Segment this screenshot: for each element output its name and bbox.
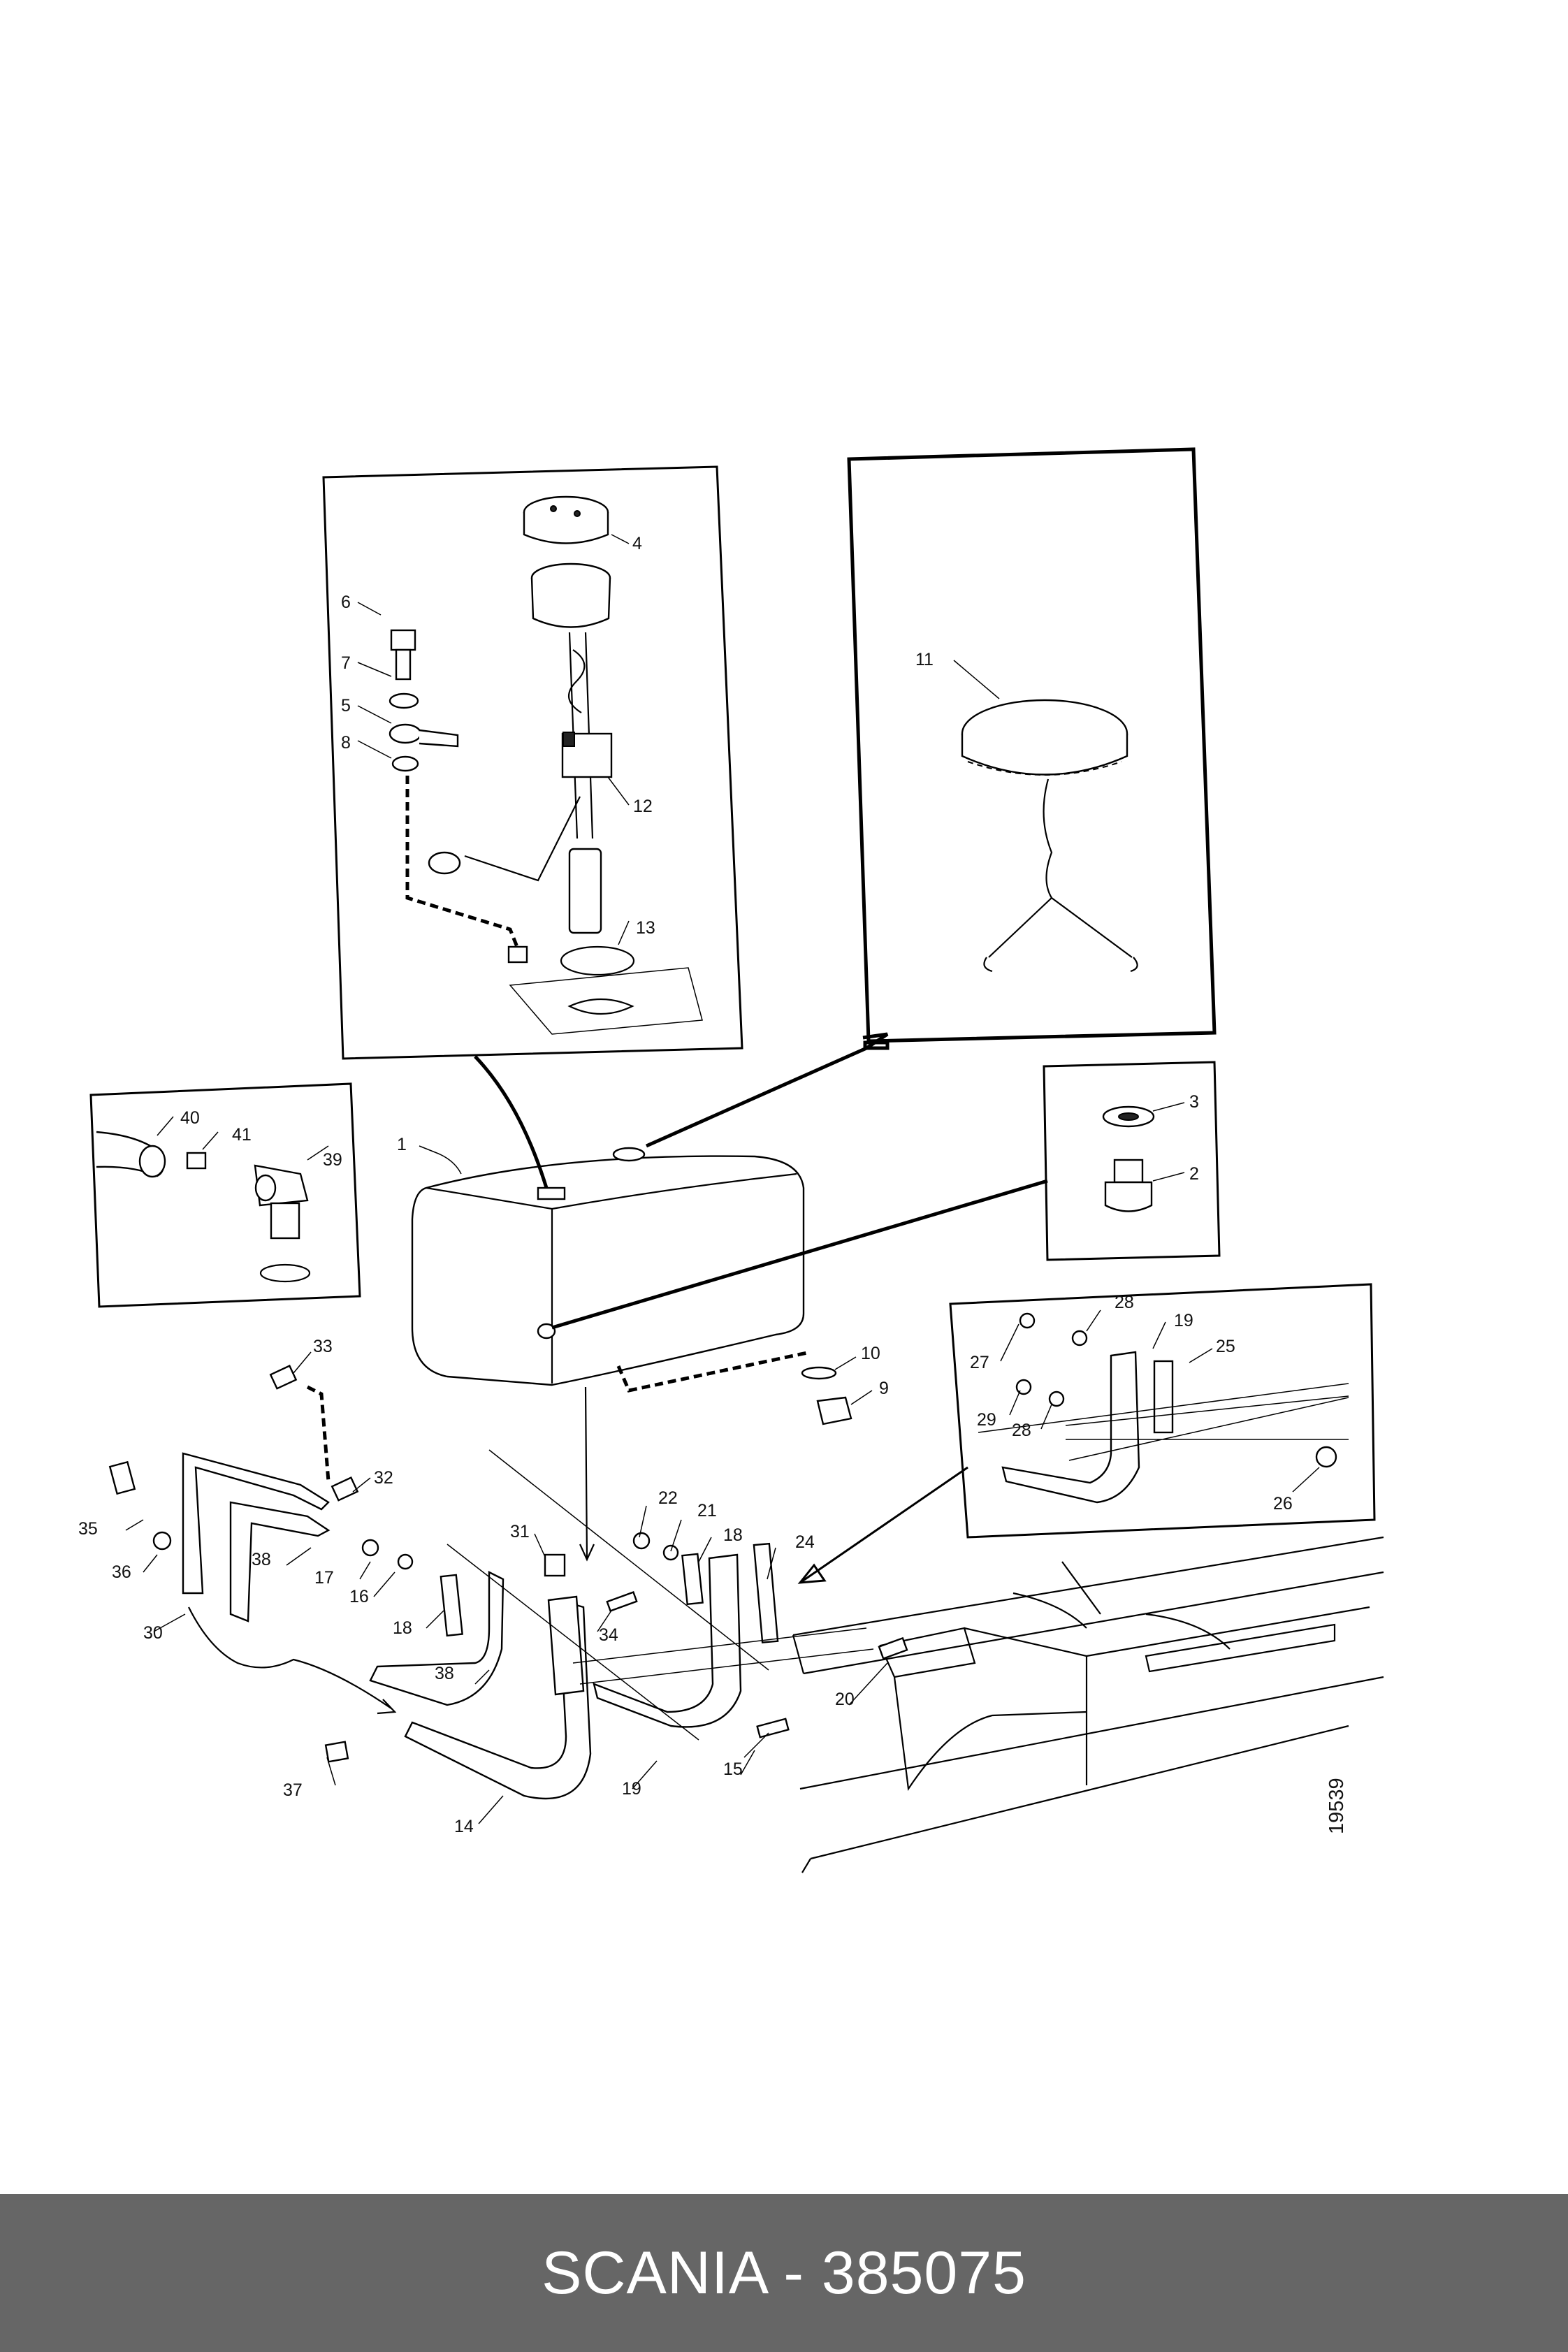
seal-ring	[560, 945, 635, 976]
callout-22: 22	[658, 1488, 678, 1508]
callout-33: 33	[313, 1337, 333, 1356]
banjo-fitting-stack	[389, 629, 459, 772]
callout-29: 29	[977, 1410, 996, 1430]
callout-4: 4	[632, 534, 642, 553]
callout-28a: 28	[1115, 1293, 1134, 1312]
strainer-disc	[961, 699, 1128, 776]
callout-16: 16	[349, 1587, 369, 1606]
fuel-tank: 1	[397, 1135, 805, 1386]
callout-38a: 38	[252, 1550, 271, 1569]
callout-7: 7	[341, 653, 351, 673]
leader-strainer	[645, 1032, 889, 1148]
callout-18a: 18	[393, 1618, 412, 1638]
vent-valve	[816, 1396, 852, 1425]
inset-fuel-sender: 6 7 5 8 4 12 13	[322, 465, 743, 1060]
callout-30: 30	[143, 1623, 163, 1643]
product-title: SCANIA - 385075	[542, 2239, 1026, 2307]
callout-38b: 38	[435, 1664, 454, 1683]
callout-14: 14	[454, 1817, 474, 1836]
callout-27: 27	[970, 1353, 989, 1372]
figure-number: 19539	[1326, 1778, 1348, 1834]
inset-bracket: 28 19 25 27 29 28 26	[949, 1283, 1376, 1539]
callout-41: 41	[232, 1125, 252, 1145]
callout-39: 39	[323, 1150, 342, 1170]
hose-clamp	[186, 1152, 207, 1170]
fasteners	[108, 1365, 908, 1763]
callout-32: 32	[374, 1468, 393, 1488]
sender-cap	[523, 495, 609, 544]
product-banner: SCANIA - 385075	[0, 2194, 1568, 2352]
mount-plate	[509, 967, 703, 1035]
callout-8: 8	[341, 733, 351, 753]
washer	[801, 1366, 837, 1380]
callout-34: 34	[599, 1625, 618, 1645]
leader-sender	[474, 1055, 549, 1189]
callout-26: 26	[1273, 1494, 1293, 1513]
callout-18b: 18	[723, 1525, 743, 1545]
callout-10: 10	[861, 1344, 880, 1363]
callout-3: 3	[1189, 1092, 1199, 1112]
inset-fitting: 40 41 39	[89, 1082, 361, 1308]
inset-drain-plug: 3 2	[1043, 1061, 1221, 1261]
callout-6: 6	[341, 593, 351, 612]
callout-19a: 19	[622, 1779, 641, 1799]
fuel-line-dashed	[405, 776, 521, 951]
tank-straps	[182, 1385, 874, 1800]
callout-15: 15	[723, 1759, 743, 1779]
callout-36: 36	[112, 1562, 131, 1582]
callout-21: 21	[697, 1501, 717, 1520]
callout-17: 17	[314, 1568, 334, 1588]
callout-35: 35	[78, 1519, 98, 1539]
callout-25: 25	[1216, 1337, 1235, 1356]
callout-28b: 28	[1012, 1421, 1031, 1440]
leader-drain	[551, 1179, 1048, 1330]
strainer-chain	[1043, 778, 1053, 899]
strap-38	[369, 1571, 504, 1706]
callout-20: 20	[835, 1690, 855, 1709]
chassis-frame	[792, 1536, 1384, 1873]
callout-12: 12	[633, 797, 653, 816]
fuel-level-sender	[428, 562, 613, 934]
callout-13: 13	[636, 918, 655, 938]
callout-5: 5	[341, 696, 351, 716]
bracket-plate	[1153, 1360, 1174, 1434]
lower-callouts: 33 32 35 36 30 38 17 16 18 38 31 34 22 2…	[78, 1337, 888, 1836]
callout-37: 37	[283, 1780, 303, 1800]
vent-line-dashed	[616, 1350, 811, 1393]
inset-strainer: 11	[847, 447, 1217, 1043]
callout-11: 11	[915, 650, 934, 669]
strap-bolt-dashed	[306, 1385, 331, 1482]
callout-2: 2	[1189, 1164, 1199, 1184]
callout-40: 40	[180, 1108, 200, 1128]
hose	[138, 1145, 166, 1178]
drain-plug	[1104, 1159, 1153, 1212]
strap-14	[404, 1599, 592, 1800]
callout-31: 31	[510, 1522, 530, 1541]
callout-24: 24	[795, 1532, 815, 1552]
callout-1: 1	[397, 1135, 407, 1154]
arrow-down	[579, 1386, 595, 1562]
fuel-tank-exploded-diagram: 6 7 5 8 4 12 13 11 40 41 39	[78, 447, 1384, 1873]
filler-neck	[612, 1147, 646, 1162]
strap-19	[593, 1553, 742, 1728]
callout-9: 9	[879, 1379, 889, 1398]
callout-19b: 19	[1174, 1311, 1193, 1330]
bracket-strap	[1001, 1351, 1140, 1504]
leader-bracket	[797, 1466, 968, 1584]
